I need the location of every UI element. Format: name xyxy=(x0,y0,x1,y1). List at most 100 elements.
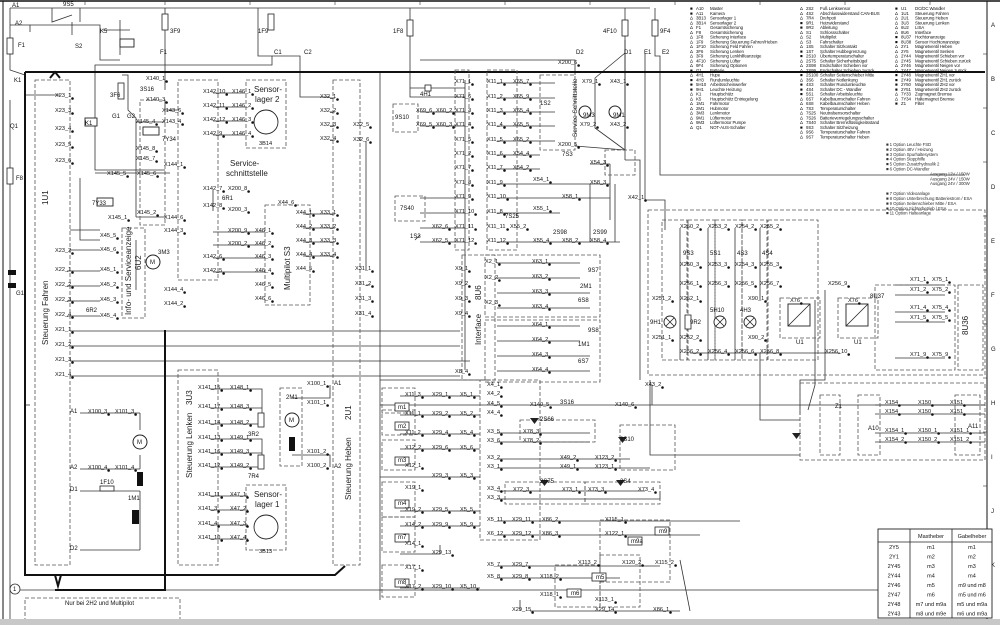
fuse-icon xyxy=(117,82,125,100)
component-block xyxy=(34,79,71,566)
legend-marker: Δ xyxy=(895,16,898,21)
main-power-wire xyxy=(49,70,61,79)
wire xyxy=(875,404,985,443)
connector-label: X69_5 xyxy=(416,122,432,128)
component-block xyxy=(381,481,416,518)
legend-code: 9M3 xyxy=(696,120,705,125)
connector-label: X256_9 xyxy=(828,281,847,287)
terminal-dot xyxy=(71,376,74,379)
legend-description: Kabelbaumschalter Heben xyxy=(820,101,870,106)
connector-label: X11_10 xyxy=(487,194,506,200)
connector-label: X55_2 xyxy=(510,224,526,230)
connector-label: X86_2 xyxy=(542,517,558,523)
terminal-dot xyxy=(644,199,647,202)
terminal-dot xyxy=(371,270,374,273)
legend-marker: ■ xyxy=(690,87,693,92)
connector-label: X29_2 xyxy=(432,411,448,417)
connector-label: X29_10 xyxy=(432,584,451,590)
legend-marker: Δ xyxy=(690,49,693,54)
connector-label: X141_11 xyxy=(198,492,220,498)
terminal-dot xyxy=(727,228,730,231)
wire xyxy=(497,520,740,579)
connector-label: X6_12 xyxy=(487,531,503,537)
connector-label: X32_6 xyxy=(353,137,369,143)
connector-label: X32_1 xyxy=(320,94,336,100)
bottom-scroll-band xyxy=(0,619,1000,625)
component-label: 3S16 xyxy=(560,400,575,406)
sensor-bearing-icon xyxy=(253,109,279,135)
component-label: 4S4 xyxy=(762,251,773,257)
connector-label: X142_8 xyxy=(203,203,222,209)
legend-marker: Δ xyxy=(690,20,693,25)
connector-label: X256_10 xyxy=(825,349,847,355)
terminal-dot xyxy=(249,424,252,427)
legend-marker: Δ xyxy=(690,106,693,111)
block-steuerung-lenken-label: Steuerung Lenken xyxy=(185,413,194,478)
connector-label: X253_2 xyxy=(708,224,727,230)
terminal-dot xyxy=(271,286,274,289)
wire xyxy=(122,74,137,217)
option-box-label: Nur bei 2H2 und Multipilot xyxy=(65,601,134,607)
service-schnittstelle-label: Service Schnittstelle xyxy=(572,78,579,137)
relay-coil-icon xyxy=(142,126,160,136)
terminal-dot xyxy=(948,309,951,312)
legend-description: Hupe xyxy=(710,73,721,78)
connector-label: X45_2 xyxy=(100,282,116,288)
terminal-dot xyxy=(247,211,250,214)
terminal-dot xyxy=(500,395,503,398)
terminal-dot xyxy=(578,491,581,494)
connector-label: X22_2 xyxy=(55,282,71,288)
terminal-dot xyxy=(529,98,532,101)
terminal-dot xyxy=(526,228,529,231)
component-block xyxy=(954,394,981,456)
connector-label: X29_15 xyxy=(512,607,531,613)
component-label: A1 xyxy=(334,381,342,387)
terminal-dot xyxy=(528,578,531,581)
terminal-dot xyxy=(498,263,501,266)
terminal-dot xyxy=(671,300,674,303)
legend-code: A11 xyxy=(696,11,704,16)
legend-description: Multipilot xyxy=(820,35,837,40)
terminal-dot xyxy=(421,415,424,418)
component-label: 6S7 xyxy=(578,359,589,365)
connector-label: X64_1 xyxy=(532,322,548,328)
valve-coil-icon xyxy=(566,588,582,598)
terminal-dot xyxy=(271,232,274,235)
table-cell: 2Y45 xyxy=(888,564,901,570)
wire xyxy=(420,111,465,127)
sensorlager2-id: 3B14 xyxy=(259,141,272,147)
component-label: m5 xyxy=(596,575,605,581)
terminal-dot xyxy=(220,439,223,442)
legend-code: 2S99 xyxy=(806,68,817,73)
connector-label: X46_5 xyxy=(255,282,271,288)
legend-marker: Δ xyxy=(800,120,803,125)
connector-label: X200_2 xyxy=(228,241,247,247)
connector-label: X29_3 xyxy=(432,473,448,479)
legend-marker: Δ xyxy=(895,96,898,101)
connector-label: X150_1 xyxy=(918,428,937,434)
legend-code: 2Y48 xyxy=(901,73,912,78)
terminal-dot xyxy=(948,281,951,284)
terminal-dot xyxy=(471,184,474,187)
connector-label: X140_3 xyxy=(146,97,165,103)
wire xyxy=(589,163,616,242)
terminal-dot xyxy=(220,453,223,456)
resistor-icon xyxy=(99,485,115,492)
connector-label: X3_2 xyxy=(487,455,500,461)
legend-description: Magnetventil Senken xyxy=(915,49,955,54)
legend-description: Interface xyxy=(915,30,932,35)
legend-marker: Δ xyxy=(800,130,803,135)
block-6u2-label: 6U2 xyxy=(134,255,143,270)
connector-label: X144_4 xyxy=(164,287,183,293)
terminal-dot xyxy=(898,404,901,407)
legend-marker: ■ xyxy=(895,82,898,87)
legend-code: 3F6 xyxy=(696,49,704,54)
wire xyxy=(420,59,576,75)
